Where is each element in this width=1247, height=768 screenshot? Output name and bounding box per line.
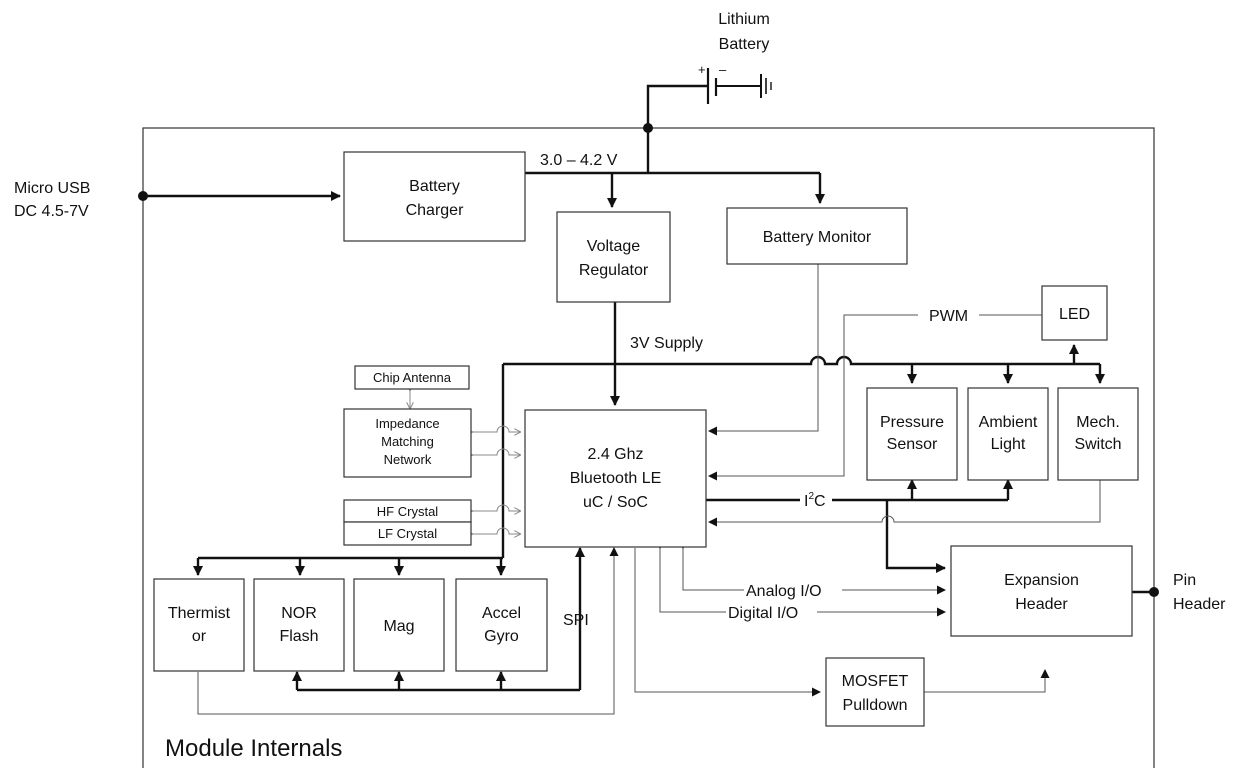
impedance-network-block bbox=[343, 408, 472, 478]
spi-label: SPI bbox=[563, 612, 589, 629]
pin-header-label: Pin bbox=[1173, 572, 1196, 589]
svg-text:Bluetooth LE: Bluetooth LE bbox=[570, 470, 662, 487]
svg-text:Regulator: Regulator bbox=[579, 262, 649, 279]
svg-text:Network: Network bbox=[384, 452, 432, 467]
svg-text:Charger: Charger bbox=[406, 202, 464, 219]
mech-switch-block bbox=[1057, 387, 1139, 481]
thermistor-line bbox=[197, 547, 619, 715]
svg-text:Flash: Flash bbox=[279, 628, 318, 645]
pwm-line bbox=[708, 314, 918, 481]
lf-crystal-label: LF Crystal bbox=[378, 526, 437, 541]
ambient-light-label: Ambient bbox=[979, 414, 1038, 431]
battery-minus-label: – bbox=[719, 62, 727, 77]
voltage-regulator-block bbox=[556, 211, 671, 303]
svg-text:Gyro: Gyro bbox=[484, 628, 519, 645]
accel-gyro-label: Accel bbox=[482, 605, 521, 622]
supply-label: 3V Supply bbox=[630, 335, 703, 352]
nor-flash-label: NOR bbox=[281, 605, 317, 622]
mosfet-pulldown-label: MOSFET bbox=[842, 673, 909, 690]
impedance-network-label: Impedance bbox=[375, 416, 439, 431]
svg-text:Battery: Battery bbox=[719, 36, 770, 53]
soc-block bbox=[524, 409, 707, 548]
junction-dot bbox=[138, 191, 148, 201]
i2c-label: I2C bbox=[804, 491, 826, 510]
mosfet-line bbox=[634, 548, 821, 697]
thermistor-block bbox=[153, 578, 245, 672]
led-label: LED bbox=[1059, 306, 1090, 323]
mag-block bbox=[353, 578, 445, 672]
svg-text:Matching: Matching bbox=[381, 434, 434, 449]
battery-plus-label: + bbox=[698, 62, 706, 77]
hf-crystal-label: HF Crystal bbox=[377, 504, 439, 519]
led-block bbox=[1041, 285, 1108, 341]
digital-io-label: Digital I/O bbox=[728, 605, 798, 622]
battery-icon bbox=[706, 68, 772, 104]
battery-label: Lithium bbox=[718, 11, 770, 28]
chip-antenna-label: Chip Antenna bbox=[373, 370, 452, 385]
battery-monitor-label: Battery Monitor bbox=[763, 229, 872, 246]
battery-monitor-block bbox=[726, 207, 908, 265]
svg-text:Light: Light bbox=[991, 436, 1026, 453]
ambient-light-block bbox=[967, 387, 1049, 481]
svg-text:Header: Header bbox=[1015, 596, 1068, 613]
mech-switch-line bbox=[708, 479, 1101, 527]
nor-flash-block bbox=[253, 578, 345, 672]
svg-text:uC / SoC: uC / SoC bbox=[583, 494, 648, 511]
expansion-header-label: Expansion bbox=[1004, 572, 1079, 589]
pressure-sensor-label: Pressure bbox=[880, 414, 944, 431]
svg-text:Header: Header bbox=[1173, 596, 1226, 613]
junction-dot bbox=[643, 123, 653, 133]
pwm-label: PWM bbox=[929, 308, 968, 325]
battery-monitor-line bbox=[708, 264, 819, 436]
svg-text:or: or bbox=[192, 628, 207, 645]
svg-text:Sensor: Sensor bbox=[887, 436, 938, 453]
voltage-regulator-label: Voltage bbox=[587, 238, 640, 255]
battery-charger-block bbox=[343, 151, 526, 242]
svg-text:DC 4.5-7V: DC 4.5-7V bbox=[14, 203, 89, 220]
svg-text:Pulldown: Pulldown bbox=[843, 697, 908, 714]
svg-text:Switch: Switch bbox=[1074, 436, 1121, 453]
mag-label: Mag bbox=[383, 618, 414, 635]
lf-crystal-block bbox=[343, 521, 472, 546]
battery-charger-label: Battery bbox=[409, 178, 460, 195]
digital-line bbox=[655, 540, 946, 617]
usb-label: Micro USB bbox=[14, 180, 90, 197]
mech-switch-label: Mech. bbox=[1076, 414, 1120, 431]
vbat-label: 3.0 – 4.2 V bbox=[540, 152, 618, 169]
thermistor-label: Thermist bbox=[168, 605, 231, 622]
expansion-header-block bbox=[950, 545, 1133, 637]
mosfet-pulldown-block bbox=[825, 657, 925, 727]
battery-wire bbox=[646, 84, 708, 128]
junction-dot bbox=[1149, 587, 1159, 597]
pressure-sensor-block bbox=[866, 387, 958, 481]
accel-gyro-block bbox=[455, 578, 548, 672]
module-internals-label: Module Internals bbox=[165, 735, 342, 762]
analog-io-label: Analog I/O bbox=[746, 583, 822, 600]
chip-antenna-block bbox=[354, 365, 470, 390]
soc-label: 2.4 Ghz bbox=[587, 446, 643, 463]
